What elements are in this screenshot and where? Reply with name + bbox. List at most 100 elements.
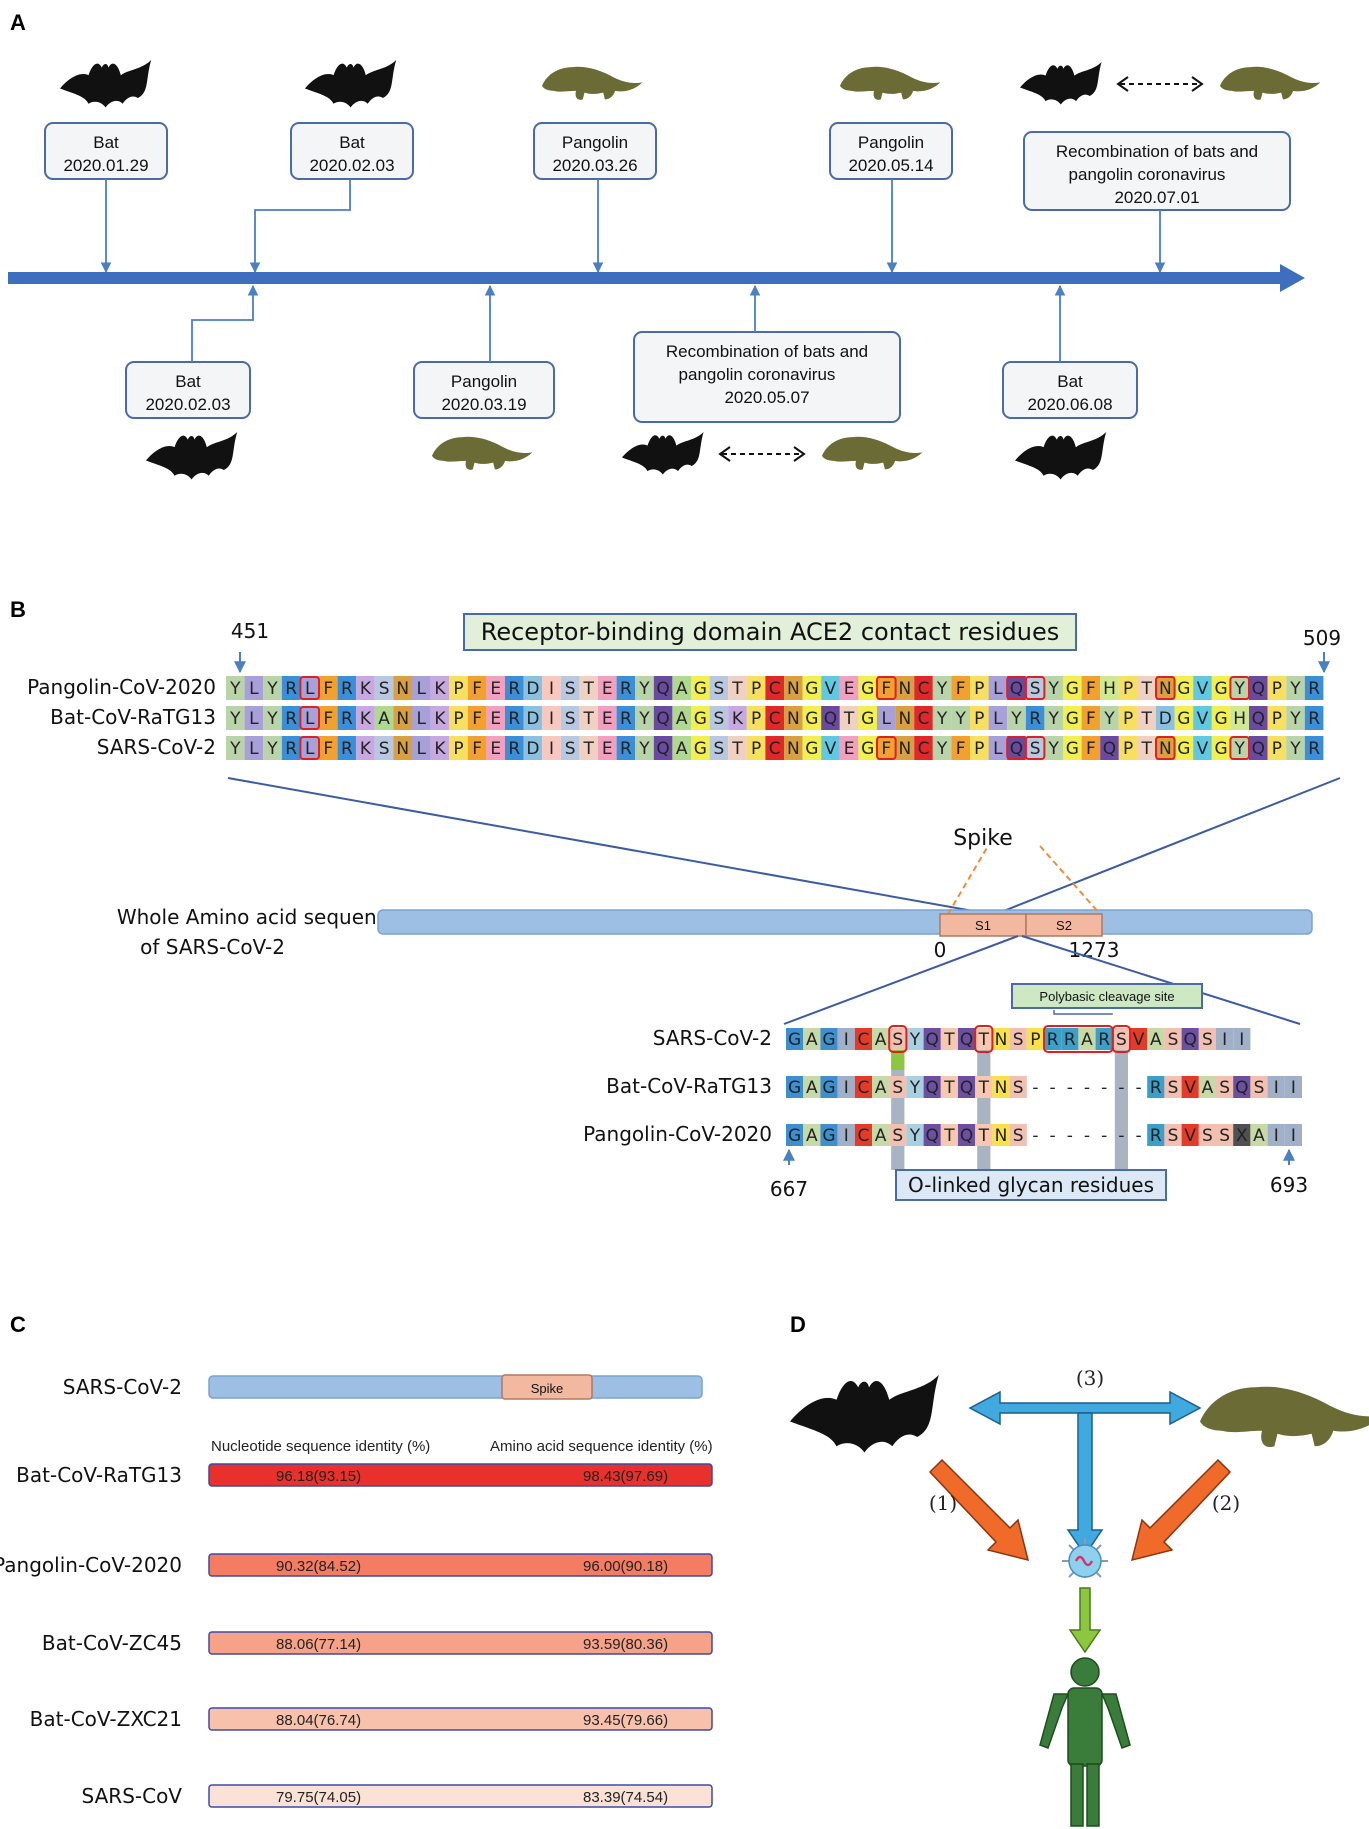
residue-cell — [1009, 1076, 1027, 1098]
residue-cell — [1044, 1028, 1062, 1050]
residue-letter: T — [943, 1030, 955, 1050]
nucleotide-identity: 88.04(76.74) — [276, 1712, 361, 1729]
residue-cell — [374, 736, 394, 760]
event-date: 2020.03.26 — [552, 156, 637, 175]
residue-letter: - — [1101, 1126, 1107, 1146]
bat-icon — [60, 60, 152, 108]
s2-box — [1025, 913, 1103, 937]
event-date: 2020.07.01 — [1114, 188, 1199, 207]
residue-letter: F — [323, 679, 333, 699]
residue-cell — [709, 676, 729, 700]
residue-cell — [803, 1028, 821, 1050]
residue-cell — [1211, 676, 1231, 700]
residue-letter: N — [787, 739, 800, 759]
residue-letter: C — [918, 679, 930, 699]
c-nuc-header: Nucleotide sequence identity (%) — [211, 1438, 430, 1455]
residue-cell — [1100, 706, 1119, 730]
residue-cell — [1174, 736, 1194, 760]
residue-cell — [449, 676, 468, 700]
residue-letter: N — [995, 1030, 1008, 1050]
residue-letter: C — [918, 739, 930, 759]
residue-letter: S — [1013, 1078, 1024, 1098]
residue-letter: F — [956, 679, 966, 699]
residue-letter: H — [1103, 679, 1116, 699]
contact-residue-highlight — [1229, 736, 1251, 760]
residue-cell — [872, 1028, 890, 1050]
residue-cell — [1118, 676, 1138, 700]
residue-cell — [281, 736, 301, 760]
residue-cell — [1081, 676, 1101, 700]
residue-letter: - — [1101, 1078, 1107, 1098]
residue-letter: P — [1272, 679, 1282, 699]
residue-cell — [374, 676, 394, 700]
residue-cell — [895, 736, 915, 760]
pangolin-icon — [1220, 66, 1321, 100]
identity-bar — [208, 1707, 713, 1731]
residue-letter: T — [978, 1126, 990, 1146]
residue-letter: P — [974, 709, 984, 729]
residue-letter: P — [1030, 1030, 1040, 1050]
residue-letter: R — [1047, 1030, 1059, 1050]
residue-cell — [1063, 676, 1082, 700]
residue-cell — [635, 736, 654, 760]
residue-cell — [765, 736, 784, 760]
event-host-2: pangolin coronavirus — [1069, 165, 1226, 184]
residue-cell — [1211, 706, 1231, 730]
residue-cell — [523, 736, 543, 760]
residue-cell — [505, 676, 524, 700]
residue-cell — [449, 706, 468, 730]
residue-cell — [616, 706, 636, 730]
residue-cell — [940, 1124, 958, 1146]
residue-letter: Y — [936, 739, 948, 759]
residue-letter: F — [1086, 679, 1096, 699]
residue-letter: Q — [1252, 739, 1265, 759]
residue-cell — [430, 706, 450, 730]
timeline-axis — [8, 264, 1305, 292]
residue-letter: R — [1150, 1126, 1162, 1146]
residue-letter: G — [861, 709, 874, 729]
residue-cell — [691, 676, 710, 700]
residue-cell — [393, 676, 412, 700]
residue-cell — [1193, 736, 1212, 760]
residue-cell — [820, 1028, 838, 1050]
residue-letter: Q — [960, 1126, 973, 1146]
residue-letter: Y — [229, 709, 241, 729]
residue-cell — [579, 706, 598, 730]
residue-cell — [914, 736, 933, 760]
event-host: Bat — [339, 133, 365, 152]
residue-letter: P — [751, 739, 761, 759]
residue-cell — [430, 676, 450, 700]
residue-letter: G — [694, 679, 707, 699]
residue-cell — [1249, 706, 1268, 730]
residue-letter: V — [1184, 1126, 1196, 1146]
residue-letter: T — [731, 739, 743, 759]
timeline-events-above: Bat2020.01.29Bat2020.02.03Pangolin2020.0… — [44, 60, 1321, 274]
residue-cell — [691, 706, 710, 730]
residue-cell — [820, 1076, 838, 1098]
residue-cell — [765, 706, 784, 730]
residue-letter: G — [1177, 679, 1190, 699]
residue-letter: F — [881, 679, 891, 699]
bat-icon — [305, 60, 397, 108]
residue-cell — [975, 1076, 993, 1098]
residue-letter: I — [1239, 1030, 1244, 1050]
residue-cell — [505, 706, 524, 730]
residue-letter: K — [360, 709, 372, 729]
residue-letter: T — [978, 1078, 990, 1098]
residue-cell — [728, 676, 747, 700]
residue-letter: V — [825, 679, 837, 699]
residue-cell — [412, 736, 431, 760]
residue-cell — [906, 1028, 924, 1050]
residue-cell — [940, 1028, 958, 1050]
identity-bar — [208, 1553, 713, 1577]
residue-cell — [1007, 736, 1026, 760]
residue-cell — [1267, 706, 1287, 730]
residue-cell — [1181, 1076, 1199, 1098]
residue-letter: Y — [909, 1030, 921, 1050]
residue-cell — [560, 736, 580, 760]
residue-cell — [505, 736, 524, 760]
residue-letter: S — [1030, 679, 1041, 699]
residue-cell — [449, 736, 468, 760]
residue-cell — [226, 676, 245, 700]
